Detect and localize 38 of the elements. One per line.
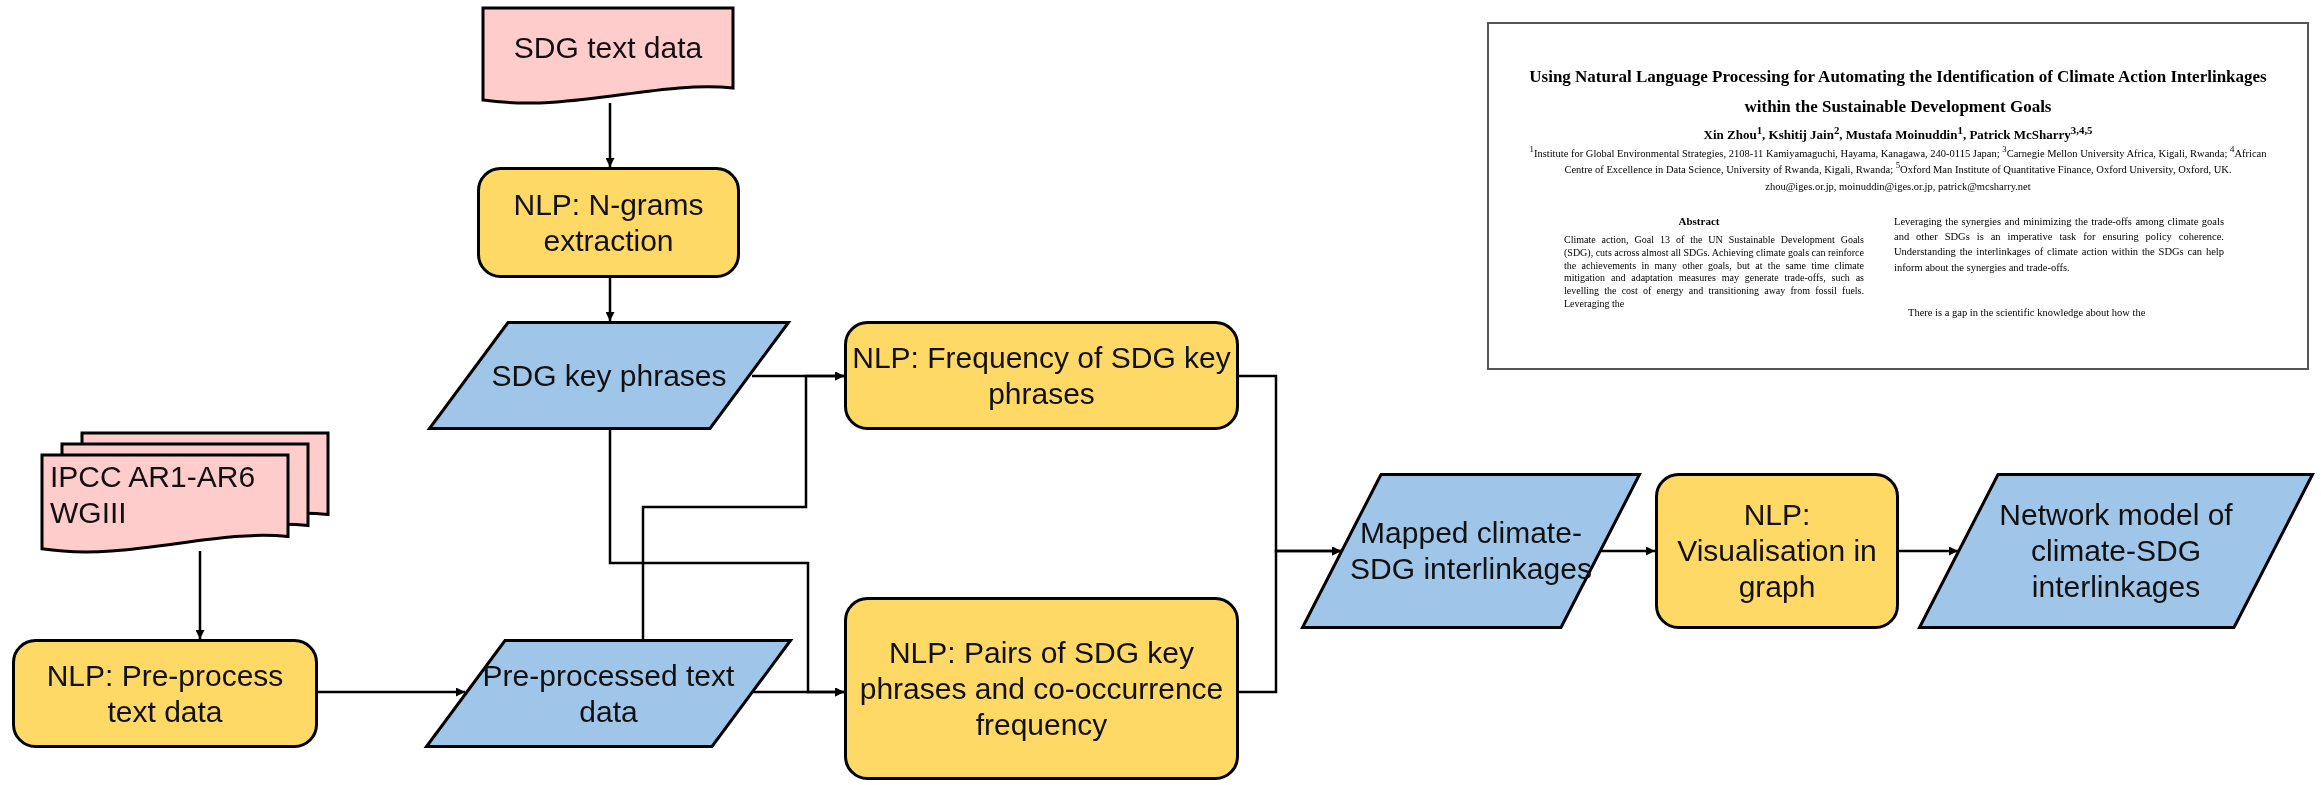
node-label: NLP: Pre-process text data	[45, 657, 285, 730]
arrow	[318, 687, 465, 697]
body-paragraph: Leveraging the synergies and minimizing the trade-offs among climate goals and other SDGs is an imperative task for ensuring policy coherence. Understanding the interlinkages of climate action within the SDGs can help inform about the synergies and trade-offs.	[1894, 215, 2224, 275]
node-label: SDG key phrases	[491, 357, 727, 394]
arrow	[641, 371, 844, 639]
node-label: Pre-processed text data	[481, 657, 736, 730]
arrow	[1899, 546, 1958, 556]
body-paragraph: There is a gap in the scientific knowledge about how the	[1907, 307, 2147, 318]
affiliations-text: $^{1}$Institute for Global Environmental Strategies, 2108-11 Kamiyamaguchi, Hayama, Kanagawa, 240-0115 Japan; $^{3}$Carnegie Mellon University Africa, Kigali, Rwanda; $^{4}$African Centre of Excellence in Data Science, University of Rwanda, Kigali, Rwanda; $^{5}$Oxford Man Institute of Quantitative Finance, Oxford University, Oxford, UK.	[1528, 144, 2268, 177]
document-shape	[483, 8, 733, 108]
email-list: zhou@iges.or.jp, moinuddin@iges.or.jp, patrick@mcsharry.net	[1509, 181, 2287, 192]
node-label: Mapped climate-SDG interlinkages	[1349, 515, 1593, 587]
arrow	[605, 278, 615, 321]
abstract-heading: Abstract	[1677, 215, 1721, 227]
process-box	[844, 321, 1239, 430]
arrow	[195, 551, 205, 639]
process-box	[1655, 473, 1899, 629]
node-label: NLP: Frequency of SDG key phrases	[852, 339, 1231, 412]
data-parallelogram	[425, 639, 792, 748]
node-label: NLP: N-grams extraction	[512, 186, 705, 259]
node-label: IPCC AR1-AR6 WGIII	[50, 459, 257, 531]
abstract-paragraph: Climate action, Goal 13 of the UN Sustainable Development Goals (SDG), cuts across almost all SDGs. Achieving climate goals can reinforce the achievements in many other goals, but at the same time climate mitigation and adaptation measures may generate trade-offs, such as levelling the cost of energy and transitioning away from fossil fuels. Leveraging the	[1564, 234, 1864, 311]
data-parallelogram	[1301, 473, 1641, 629]
process-box	[477, 167, 740, 278]
data-parallelogram	[1918, 473, 2314, 629]
paper-title: Using Natural Language Processing for Automating the Identification of Climate Action Interlinkages within the Sustainable Development Goals	[1528, 66, 2268, 118]
process-box	[844, 597, 1239, 780]
author-list: Xin Zhou$^{1}$, Kshitij Jain$^{2}$, Mustafa Moinuddin$^{1}$, Patrick McSharry$^{3,4,5}$	[1509, 124, 2287, 144]
node-label: Network model of climate-SDG interlinkages	[1998, 497, 2234, 605]
data-parallelogram	[428, 321, 790, 430]
process-box	[12, 639, 318, 748]
node-label: NLP: Pairs of SDG key phrases and co-occurrence frequency	[858, 634, 1225, 743]
node-label: NLP: Visualisation in graph	[1676, 497, 1878, 605]
arrow	[1239, 546, 1341, 694]
node-label: SDG text data	[513, 30, 703, 66]
arrow	[605, 103, 615, 167]
arrow	[752, 687, 844, 697]
arrow	[1601, 546, 1655, 556]
